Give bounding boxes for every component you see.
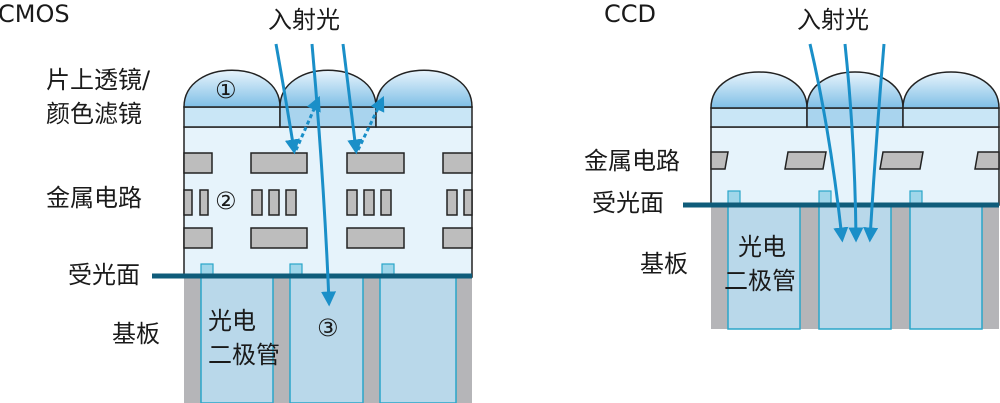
cmos-light-surface-label: 受光面 — [68, 261, 140, 289]
cmos-arrow-reflected-left — [274, 43, 300, 155]
ccd-arrow-2 — [843, 43, 864, 243]
ccd-substrate-label: 基板 — [640, 250, 688, 278]
ccd-photodiode — [909, 204, 983, 330]
cmos-on-chip-lenses — [183, 69, 473, 108]
cmos-photodiode — [200, 276, 274, 403]
ccd-photodiodes — [727, 204, 983, 330]
cmos-arrow-through — [310, 43, 337, 307]
cmos-photodiode — [379, 276, 457, 403]
cmos-marker-3: ③ — [317, 314, 339, 342]
cmos-title: CMOS — [0, 0, 70, 28]
ccd-on-chip-lenses — [710, 71, 1000, 109]
cmos-marker-1: ① — [215, 76, 237, 104]
ccd-photodiode — [727, 204, 801, 330]
ccd-arrow-3 — [863, 43, 886, 243]
ccd-photodiode-label-line1: 光电 — [738, 233, 786, 261]
cmos-lens-filter-label-line1: 片上透镜/ — [46, 66, 151, 94]
cmos-arrow-scatter-left — [294, 95, 321, 151]
cmos-photodiode-label-line1: 光电 — [208, 307, 256, 335]
cmos-substrate-label: 基板 — [112, 320, 160, 348]
ccd-photodiode-label-line2: 二极管 — [724, 267, 796, 295]
cmos-incident-arrows — [274, 43, 385, 307]
cmos-lens-filter-label-line2: 颜色滤镜 — [46, 100, 142, 128]
cmos-sensor — [152, 43, 473, 403]
ccd-title: CCD — [604, 0, 656, 28]
ccd-incident-light-label: 入射光 — [797, 6, 869, 34]
cmos-color-filters — [183, 106, 473, 128]
cmos-metal-circuit-label: 金属电路 — [46, 184, 142, 212]
cmos-incident-light-label: 入射光 — [268, 6, 340, 34]
ccd-arrow-1 — [808, 43, 849, 243]
ccd-light-surface-label: 受光面 — [592, 189, 664, 217]
cmos-arrow-scatter-right — [356, 95, 385, 151]
ccd-metal-circuit — [710, 151, 1000, 170]
ccd-incident-arrows — [808, 43, 886, 243]
cmos-metal-circuit — [183, 152, 473, 249]
cmos-photodiode-label-line2: 二极管 — [208, 341, 280, 369]
cmos-photodiodes — [200, 276, 457, 403]
cmos-arrow-reflected-right — [341, 43, 363, 155]
ccd-color-filters — [710, 107, 1000, 128]
ccd-metal-circuit-label: 金属电路 — [584, 147, 680, 175]
ccd-sensor — [683, 43, 1000, 330]
cmos-marker-2: ② — [215, 187, 237, 215]
